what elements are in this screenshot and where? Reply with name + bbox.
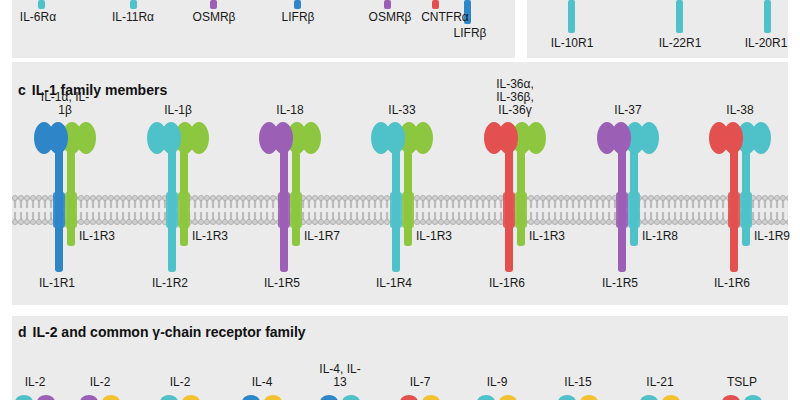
receptor-label: IL-10R1 [551, 37, 594, 50]
receptor-label: IL-1R4 [376, 277, 412, 290]
receptor-label: LIFRβ [454, 27, 487, 40]
receptor-label: OSMRβ [369, 11, 412, 24]
receptor-head [580, 395, 598, 400]
receptor-head [558, 395, 576, 400]
receptor-label: IL-6Rα [20, 11, 56, 24]
receptor-label: OSMRβ [193, 11, 236, 24]
receptor-stem [294, 0, 301, 9]
receptor-head [80, 395, 98, 400]
ligand-label: IL-37 [601, 104, 655, 117]
receptor-stem [384, 0, 391, 9]
receptor-head [477, 395, 495, 400]
receptor-stem [432, 0, 439, 9]
receptor-label: IL-1R6 [489, 277, 525, 290]
ligand-label: IL-9 [474, 376, 520, 389]
receptor-stem [676, 0, 683, 33]
receptor-head [37, 395, 55, 400]
receptor-label: IL-1R1 [39, 277, 75, 290]
receptor-stem [568, 0, 575, 33]
receptor-head [102, 395, 120, 400]
receptor-head [400, 395, 418, 400]
panel-background [527, 0, 788, 58]
ligand-label: IL-2 [77, 376, 123, 389]
receptor-label: IL-1R7 [304, 230, 340, 243]
ligand-label: IL-36α, IL-36β, IL-36γ [488, 78, 542, 117]
receptor-head [242, 395, 260, 400]
receptor-head [744, 395, 762, 400]
receptor-chain [259, 122, 293, 272]
receptor-head [640, 395, 658, 400]
receptor-head [160, 395, 178, 400]
receptor-chain [147, 122, 181, 272]
receptor-label: IL-11Rα [112, 11, 154, 24]
ligand-label: IL-1β [151, 104, 205, 117]
panel-background [12, 62, 788, 305]
receptor-stem [210, 0, 217, 9]
ligand-label: TSLP [719, 376, 765, 389]
ligand-label: IL-21 [637, 376, 683, 389]
receptor-head [499, 395, 517, 400]
ligand-label: IL-4 [239, 376, 285, 389]
receptor-label: IL-1R5 [264, 277, 300, 290]
ligand-label: IL-18 [263, 104, 317, 117]
ligand-label: IL-2 [157, 376, 203, 389]
ligand-label: IL-38 [713, 104, 767, 117]
receptor-stem [764, 0, 771, 33]
panel: cIL-1 family members [12, 62, 788, 305]
panel-letter: d [18, 324, 27, 340]
receptor-label: IL-1R8 [642, 230, 678, 243]
ligand-label: IL-33 [375, 104, 429, 117]
panel-heading: cIL-1 family members [18, 82, 167, 98]
receptor-stem [38, 0, 45, 9]
panel-title: IL-2 and common γ-chain receptor family [33, 324, 306, 340]
receptor-chain [709, 122, 743, 272]
ligand-label: IL-1α, IL-1β [38, 91, 92, 117]
panel-heading: d IL-2 and common γ-chain receptor family [18, 324, 306, 340]
receptor-stem [130, 0, 137, 9]
receptor-chain [371, 122, 405, 272]
receptor-label: IL-1R3 [192, 230, 228, 243]
receptor-label: IL-1R3 [79, 230, 115, 243]
panel-letter: c [18, 82, 26, 98]
receptor-head [722, 395, 740, 400]
receptor-head [662, 395, 680, 400]
receptor-chain [34, 122, 68, 272]
receptor-head [342, 395, 360, 400]
ligand-label: IL-7 [397, 376, 443, 389]
receptor-head [422, 395, 440, 400]
receptor-chain [597, 122, 631, 272]
receptor-head [264, 395, 282, 400]
receptor-chain [484, 122, 518, 272]
receptor-head [320, 395, 338, 400]
receptor-head [182, 395, 200, 400]
receptor-label: IL-1R3 [529, 230, 565, 243]
receptor-head [15, 395, 33, 400]
receptor-label: IL-1R3 [416, 230, 452, 243]
receptor-label: IL-1R2 [152, 277, 188, 290]
receptor-label: CNTFRα [421, 11, 469, 24]
panel-background [12, 0, 515, 58]
ligand-label: IL-2 [12, 376, 58, 389]
receptor-label: IL-22R1 [659, 37, 702, 50]
receptor-label: IL-1R6 [714, 277, 750, 290]
receptor-label: LIFRβ [282, 11, 315, 24]
receptor-label: IL-20R1 [745, 37, 788, 50]
receptor-label: IL-1R9 [754, 230, 790, 243]
receptor-label: IL-1R5 [602, 277, 638, 290]
ligand-label: IL-15 [555, 376, 601, 389]
ligand-label: IL-4, IL-13 [317, 363, 363, 389]
panel-background [12, 316, 788, 400]
